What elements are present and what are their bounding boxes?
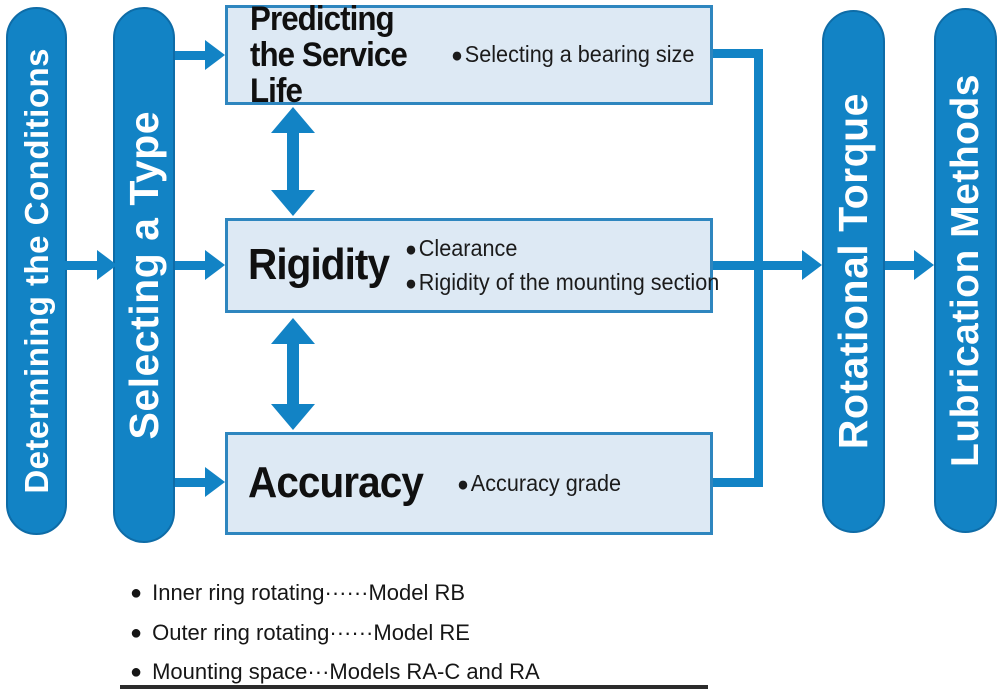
arrow-shaft (287, 133, 299, 190)
bullet-icon: ● (405, 272, 418, 295)
bullet-icon: ● (457, 472, 469, 496)
connector-accuracy-to-bus (713, 478, 763, 487)
legend-text: Outer ring rotating······Model RE (152, 620, 470, 645)
arrow-shaft (175, 477, 205, 487)
box-accuracy: Accuracy ●Accuracy grade (225, 432, 713, 535)
arrow-head-icon (205, 250, 225, 280)
bullet-item: ●Selecting a bearing size (451, 41, 694, 68)
box-rigidity-bullets: ●Clearance ●Rigidity of the mounting sec… (405, 235, 739, 296)
arrow-boxes-to-rotational-torque-icon (713, 250, 822, 280)
bullet-text: Selecting a bearing size (464, 41, 695, 68)
bottom-divider-bar (120, 685, 708, 689)
connector-vertical-bus (754, 49, 763, 487)
double-arrow-rigidity-accuracy-icon (271, 318, 315, 430)
arrow-shaft (175, 260, 205, 270)
arrow-shaft (64, 260, 97, 270)
pillar-lubrication-methods-label: Lubrication Methods (943, 74, 987, 467)
arrow-head-icon (97, 250, 117, 280)
box-predicting-title-line1: Predicting (250, 0, 395, 38)
box-predicting-title: Predicting the Service Life (250, 1, 431, 109)
arrow-head-down-icon (271, 404, 315, 430)
arrow-head-up-icon (271, 318, 315, 344)
bullet-icon: ● (130, 660, 143, 683)
box-predicting-title-line2: the Service Life (250, 35, 408, 111)
arrow-head-icon (914, 250, 934, 280)
box-predicting-bullets: ●Selecting a bearing size (451, 41, 710, 68)
pillar-rotational-torque-label: Rotational Torque (830, 93, 876, 450)
arrow-type-to-service-life-icon (175, 40, 225, 70)
pillar-selecting-a-type-label: Selecting a Type (120, 110, 167, 440)
bullet-icon: ● (405, 237, 418, 261)
arrow-head-icon (205, 40, 225, 70)
legend-item-inner-ring: ● Inner ring rotating······Model RB (130, 580, 465, 606)
bullet-item: ●Accuracy grade (457, 470, 621, 497)
arrow-type-to-rigidity-icon (175, 250, 225, 280)
arrow-shaft (287, 344, 299, 404)
legend-text: Mounting space···Models RA-C and RA (152, 659, 540, 684)
bullet-text: Clearance (419, 234, 518, 261)
bullet-item: ●Clearance (405, 235, 719, 262)
arrow-head-icon (205, 467, 225, 497)
arrow-type-to-accuracy-icon (175, 467, 225, 497)
arrow-head-up-icon (271, 107, 315, 133)
box-rigidity-title: Rigidity (248, 240, 390, 290)
box-accuracy-title: Accuracy (248, 458, 424, 508)
arrow-head-down-icon (271, 190, 315, 216)
arrow-head-icon (802, 250, 822, 280)
bullet-icon: ● (130, 581, 143, 604)
arrow-shaft (175, 50, 205, 60)
double-arrow-service-life-rigidity-icon (271, 107, 315, 216)
arrow-torque-to-lubrication-icon (885, 250, 934, 280)
pillar-determining-conditions-label: Determining the Conditions (17, 48, 55, 494)
bullet-text: Accuracy grade (470, 469, 622, 496)
pillar-rotational-torque: Rotational Torque (822, 10, 885, 533)
arrow-shaft (885, 260, 914, 270)
legend-item-mounting-space: ● Mounting space···Models RA-C and RA (130, 659, 540, 685)
bullet-item: ●Rigidity of the mounting section (405, 269, 719, 296)
box-rigidity: Rigidity ●Clearance ●Rigidity of the mou… (225, 218, 720, 313)
box-accuracy-bullets: ●Accuracy grade (457, 470, 632, 497)
connector-service-life-to-bus (713, 49, 763, 58)
bullet-icon: ● (451, 44, 464, 68)
bullet-icon: ● (130, 621, 143, 644)
bullet-text: Rigidity of the mounting section (419, 269, 720, 295)
pillar-determining-conditions: Determining the Conditions (6, 7, 67, 535)
pillar-lubrication-methods: Lubrication Methods (934, 8, 997, 533)
arrow-conditions-to-type-icon (64, 250, 117, 280)
legend-text: Inner ring rotating······Model RB (152, 580, 466, 605)
pillar-selecting-a-type: Selecting a Type (113, 7, 175, 543)
box-predicting-service-life: Predicting the Service Life ●Selecting a… (225, 1, 713, 109)
legend-item-outer-ring: ● Outer ring rotating······Model RE (130, 620, 470, 646)
